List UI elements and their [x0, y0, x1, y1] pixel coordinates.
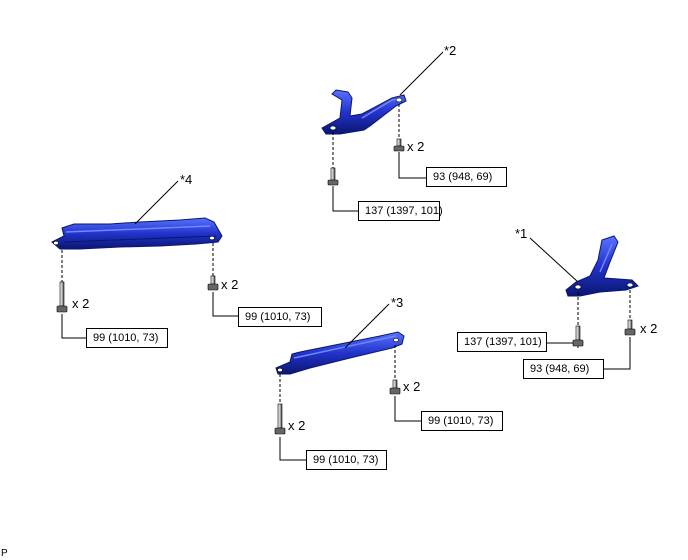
part-4-leader — [134, 180, 179, 225]
part-2-bracket — [321, 89, 407, 135]
part-3-leader — [344, 303, 390, 349]
callout-part-4: *4 — [180, 172, 193, 187]
torque-spec-box: 99 (1010, 73) — [306, 450, 387, 470]
torque-spec-box: 99 (1010, 73) — [86, 328, 168, 348]
quantity-label: x 2 — [407, 139, 425, 154]
quantity-label: x 2 — [288, 418, 306, 433]
callout-part-2: *2 — [444, 43, 457, 58]
part-3-bolt-lines — [279, 345, 421, 461]
torque-spec-box: 93 (948, 69) — [523, 359, 604, 379]
figure-code: P — [1, 548, 8, 559]
torque-spec-box: 137 (1397, 101) — [457, 332, 547, 352]
part-4-bracket — [51, 217, 223, 250]
bolt-icon — [624, 319, 636, 336]
bolt-icon — [207, 275, 219, 291]
quantity-label: x 2 — [72, 296, 90, 311]
callout-part-1: *1 — [515, 226, 528, 241]
part-3-bracket — [275, 331, 405, 375]
bolt-icon — [393, 138, 405, 152]
torque-spec-box: 93 (948, 69) — [426, 167, 507, 187]
bolt-icon — [274, 403, 286, 435]
quantity-label: x 2 — [221, 277, 239, 292]
bolt-icon — [56, 281, 68, 313]
part-1-bolt-lines — [547, 290, 631, 370]
quantity-label: x 2 — [403, 379, 421, 394]
torque-spec-box: 99 (1010, 73) — [421, 411, 503, 431]
bolt-icon — [327, 167, 339, 186]
part-1-leader — [529, 237, 579, 283]
part-2-leader — [399, 51, 444, 96]
part-1-bracket — [565, 235, 639, 297]
bolt-icon — [389, 379, 401, 395]
torque-spec-box: 137 (1397, 101) — [358, 201, 443, 221]
part-4-bolt-lines — [61, 243, 238, 339]
bolt-icon — [572, 325, 584, 347]
quantity-label: x 2 — [640, 321, 658, 336]
part-2-bolt-lines — [332, 104, 426, 212]
torque-spec-box: 99 (1010, 73) — [238, 307, 322, 327]
callout-part-3: *3 — [391, 295, 404, 310]
